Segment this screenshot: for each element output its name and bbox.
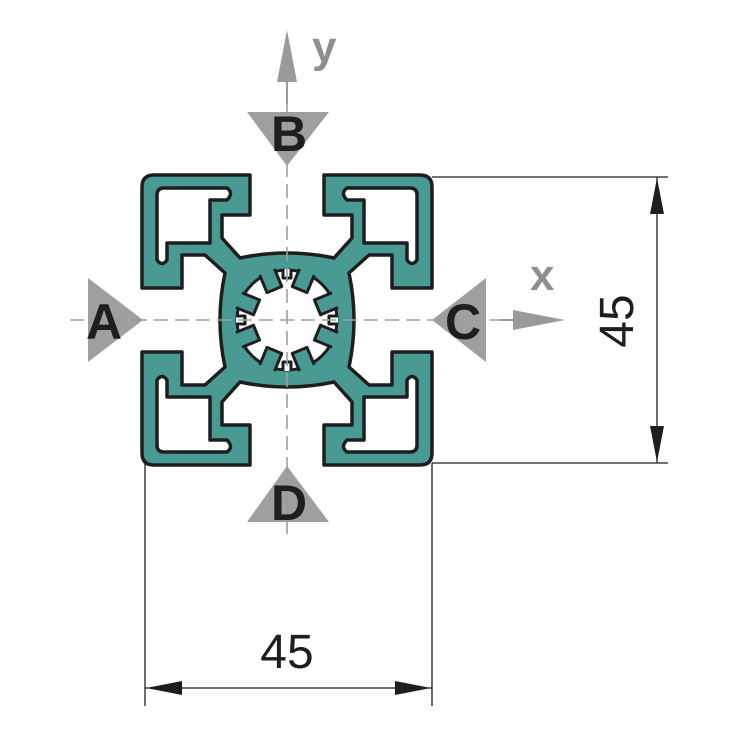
x-axis-arrow-icon (513, 310, 565, 330)
slot-marker-right-icon (432, 278, 486, 362)
bore-tooth (312, 323, 339, 349)
slot-label-c: C (445, 294, 481, 350)
width-dimension-label: 45 (260, 626, 313, 679)
y-axis-label: y (312, 23, 337, 72)
slot-label-b: B (271, 106, 307, 162)
dimension-arrow-left (146, 681, 182, 695)
bore-tooth (258, 268, 284, 295)
bore-tooth (235, 291, 262, 317)
dimension-arrow-down (650, 426, 664, 462)
bore-tooth (290, 268, 316, 295)
bore-tooth (235, 323, 262, 349)
slot-marker-bottom-icon (247, 466, 329, 522)
dimension-arrow-right (395, 681, 431, 695)
y-axis-arrow-icon (277, 30, 297, 82)
slot-label-a: A (86, 294, 122, 350)
bore-tooth (290, 345, 316, 372)
slot-marker-top-icon (247, 112, 329, 166)
x-axis-label: x (530, 251, 555, 300)
bore-tooth (312, 291, 339, 317)
slot-marker-left-icon (88, 278, 143, 362)
slot-label-d: D (271, 475, 307, 531)
height-dimension-label: 45 (591, 294, 644, 347)
dimension-arrow-up (650, 178, 664, 214)
bore-tooth (258, 345, 284, 372)
